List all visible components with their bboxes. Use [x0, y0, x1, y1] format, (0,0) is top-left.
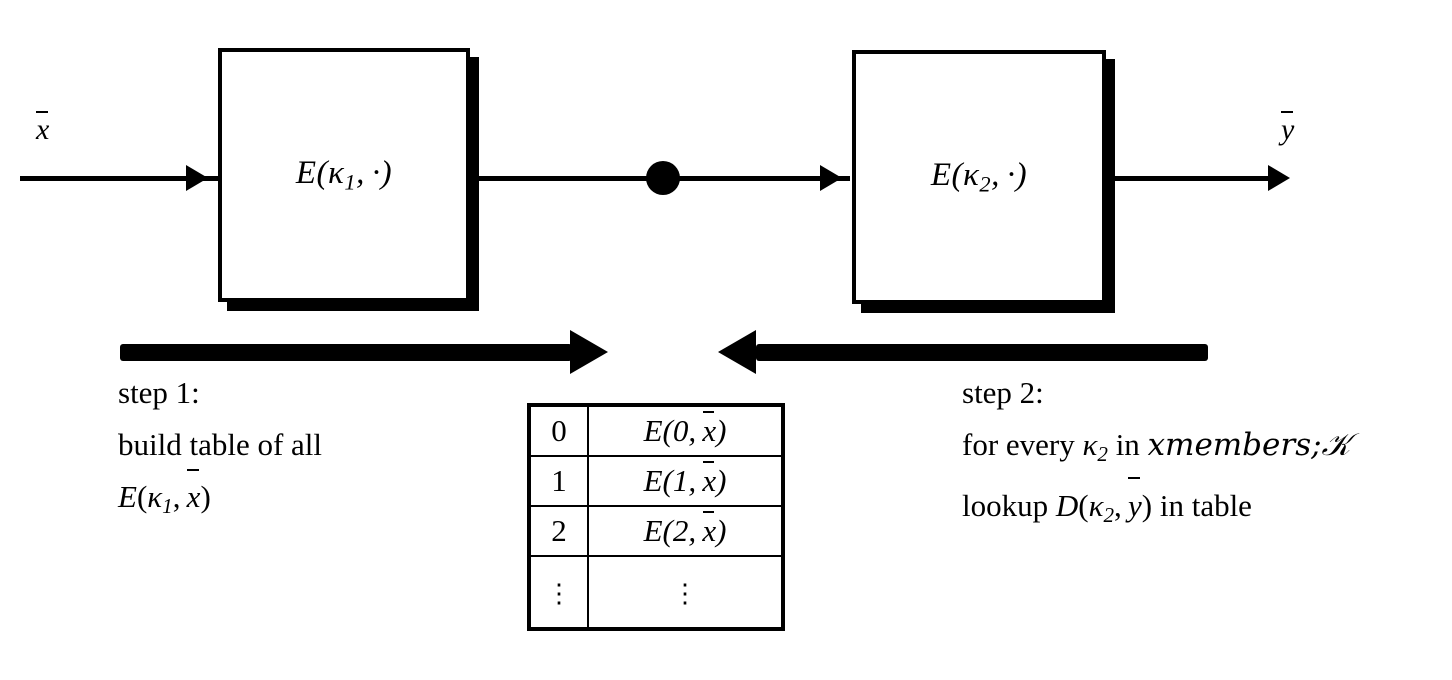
step-2-arrow-shaft [756, 344, 1208, 361]
input-arrowhead-icon [186, 165, 208, 191]
table-row: 1 E(1, x) [528, 455, 784, 507]
encrypt-box-2-label: E(κ2, ·) [930, 156, 1028, 197]
table-cell-value-ellipsis: ⋮ [587, 555, 784, 630]
step-1-caption: step 1: build table of all E(κ1, x) [118, 367, 322, 532]
step-2-line-2: for every κ2 in xmembers;𝒦 [962, 427, 1351, 466]
input-signal-label: x [36, 110, 50, 146]
input-wire [20, 176, 220, 181]
step-1-arrow-shaft [120, 344, 572, 361]
step-1-line-3: E(κ1, x) [118, 468, 322, 532]
step-2-line-1: step 2: [962, 375, 1044, 410]
step-2-line-3: lookup D(κ2, y) in table [962, 477, 1350, 541]
junction-dot-icon [646, 161, 680, 195]
table-cell-value: E(1, x) [587, 455, 784, 507]
encrypt-box-1-label: E(κ1, ·) [295, 154, 393, 195]
table-cell-key: 0 [528, 404, 589, 457]
table-row: 2 E(2, x) [528, 505, 784, 557]
table-cell-key: 1 [528, 455, 589, 507]
intermediate-arrowhead-icon [820, 165, 842, 191]
encrypt-box-1[interactable]: E(κ1, ·) [218, 48, 470, 302]
step-1-arrowhead-icon [570, 330, 608, 374]
output-arrowhead-icon [1268, 165, 1290, 191]
precomputed-lookup-table[interactable]: 0 E(0, x) 1 E(1, x) 2 E(2, x) ⋮ [527, 403, 785, 631]
table-cell-value: E(0, x) [587, 404, 784, 457]
table-row: 0 E(0, x) [528, 404, 784, 457]
table-cell-key: 2 [528, 505, 589, 557]
table-cell-value: E(2, x) [587, 505, 784, 557]
step-1-line-2: build table of all [118, 427, 323, 462]
table-cell-key-ellipsis: ⋮ [528, 555, 589, 630]
encrypt-box-2[interactable]: E(κ2, ·) [852, 50, 1106, 304]
table-row: ⋮ ⋮ [528, 555, 784, 630]
output-signal-label: y [1281, 110, 1295, 146]
output-wire [1106, 176, 1276, 181]
step-2-caption: step 2: for every κ2 in xmembers;𝒦 looku… [962, 367, 1350, 541]
step-2-arrowhead-icon [718, 330, 756, 374]
step-1-line-1: step 1: [118, 375, 200, 410]
